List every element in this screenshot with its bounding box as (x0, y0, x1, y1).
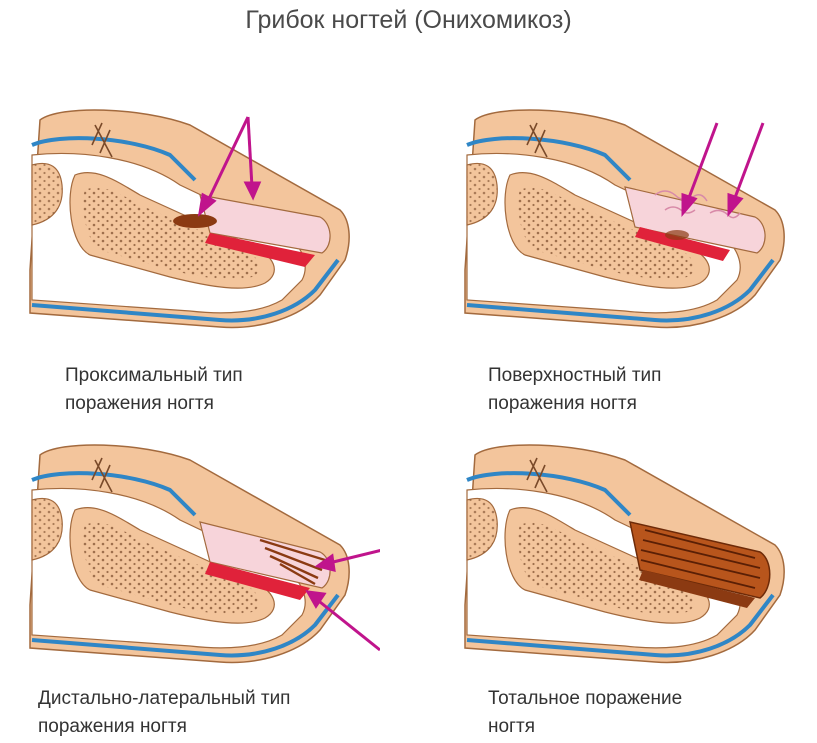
caption-line: ногтя (488, 716, 535, 737)
arrow-icon (681, 122, 765, 218)
page-title: Грибок ногтей (Онихомикоз) (245, 6, 572, 34)
caption-line: Тотальное поражение (488, 688, 683, 709)
nail-bed (635, 227, 730, 261)
panel-proximal (20, 95, 380, 335)
caption-line: Дистально-латеральный тип (38, 688, 291, 709)
caption-superficial: Поверхностный тип поражения ногтя (488, 362, 661, 418)
panel-superficial (455, 95, 815, 335)
finger-cross-section-icon (463, 442, 787, 665)
caption-line: поражения ногтя (488, 393, 637, 414)
arrow-icon (305, 549, 380, 652)
caption-line: Проксимальный тип (65, 365, 243, 386)
finger-cross-section-icon (28, 442, 380, 665)
arrow-icon (197, 116, 262, 217)
finger-cross-section-icon (28, 107, 352, 330)
caption-total: Тотальное поражение ногтя (488, 685, 682, 741)
panel-total (455, 430, 815, 670)
nail-plate (199, 521, 331, 589)
infection-streaks (259, 538, 326, 586)
nail-bed (205, 562, 310, 600)
infected-nail (629, 521, 771, 599)
infection-streaks (640, 529, 761, 589)
caption-distal-lateral: Дистально-латеральный тип поражения ногт… (38, 685, 290, 741)
caption-proximal: Проксимальный тип поражения ногтя (65, 362, 243, 418)
infection-spot (173, 214, 217, 228)
nail-plate (199, 194, 331, 254)
finger-cross-section-icon (463, 107, 787, 330)
nail-bed (205, 233, 315, 267)
panel-distal-lateral (20, 430, 380, 670)
caption-line: Поверхностный тип (488, 365, 662, 386)
caption-line: поражения ногтя (38, 716, 187, 737)
caption-line: поражения ногтя (65, 393, 214, 414)
nail-plate (624, 186, 766, 254)
